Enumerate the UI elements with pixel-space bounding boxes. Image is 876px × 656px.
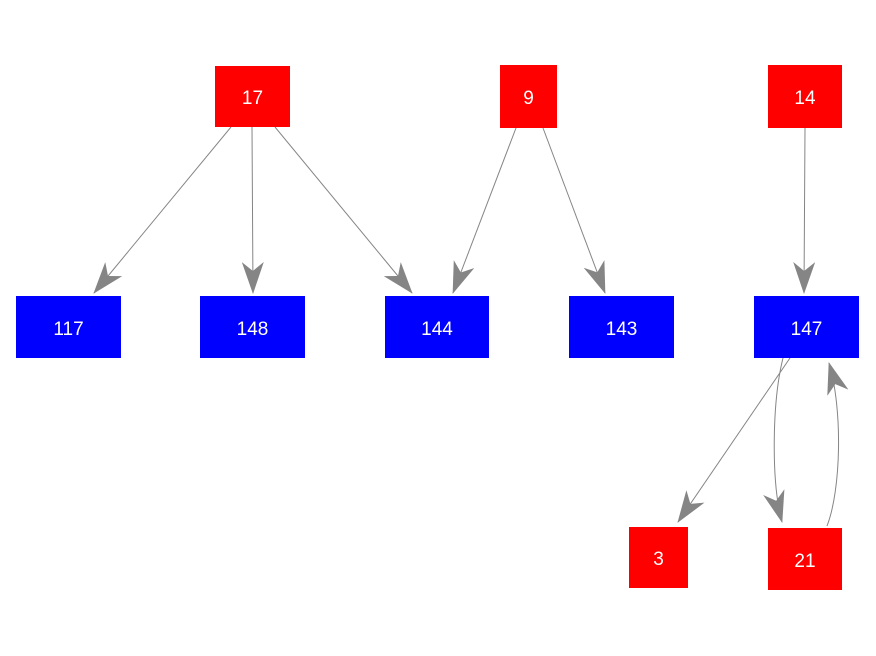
node-3[interactable]: 3	[629, 527, 688, 588]
node-label: 17	[241, 88, 264, 109]
node-9[interactable]: 9	[500, 65, 557, 128]
edge-9-143	[542, 127, 606, 294]
edge-17-117	[93, 126, 232, 294]
node-label: 147	[790, 318, 823, 340]
edge-17-148	[241, 126, 264, 294]
node-144[interactable]: 144	[385, 296, 489, 358]
node-label: 9	[523, 88, 534, 109]
node-143[interactable]: 143	[569, 296, 674, 358]
node-label: 14	[794, 88, 816, 109]
node-147[interactable]: 147	[754, 296, 859, 358]
node-label: 21	[794, 550, 816, 572]
node-label: 117	[53, 318, 84, 340]
node-label: 3	[653, 549, 664, 570]
edge-147-21	[763, 357, 785, 523]
edge-17-144	[274, 126, 413, 294]
edge-21-147	[826, 362, 849, 527]
node-148[interactable]: 148	[200, 296, 305, 358]
edge-14-147	[793, 127, 816, 294]
node-21[interactable]: 21	[768, 528, 842, 590]
edge-9-144	[452, 127, 517, 294]
node-117[interactable]: 117	[16, 296, 121, 358]
node-label: 144	[421, 318, 453, 340]
edge-147-3	[677, 357, 791, 523]
node-label: 148	[236, 318, 269, 340]
node-label: 143	[605, 318, 638, 340]
node-17[interactable]: 17	[215, 66, 290, 127]
node-14[interactable]: 14	[768, 65, 842, 128]
